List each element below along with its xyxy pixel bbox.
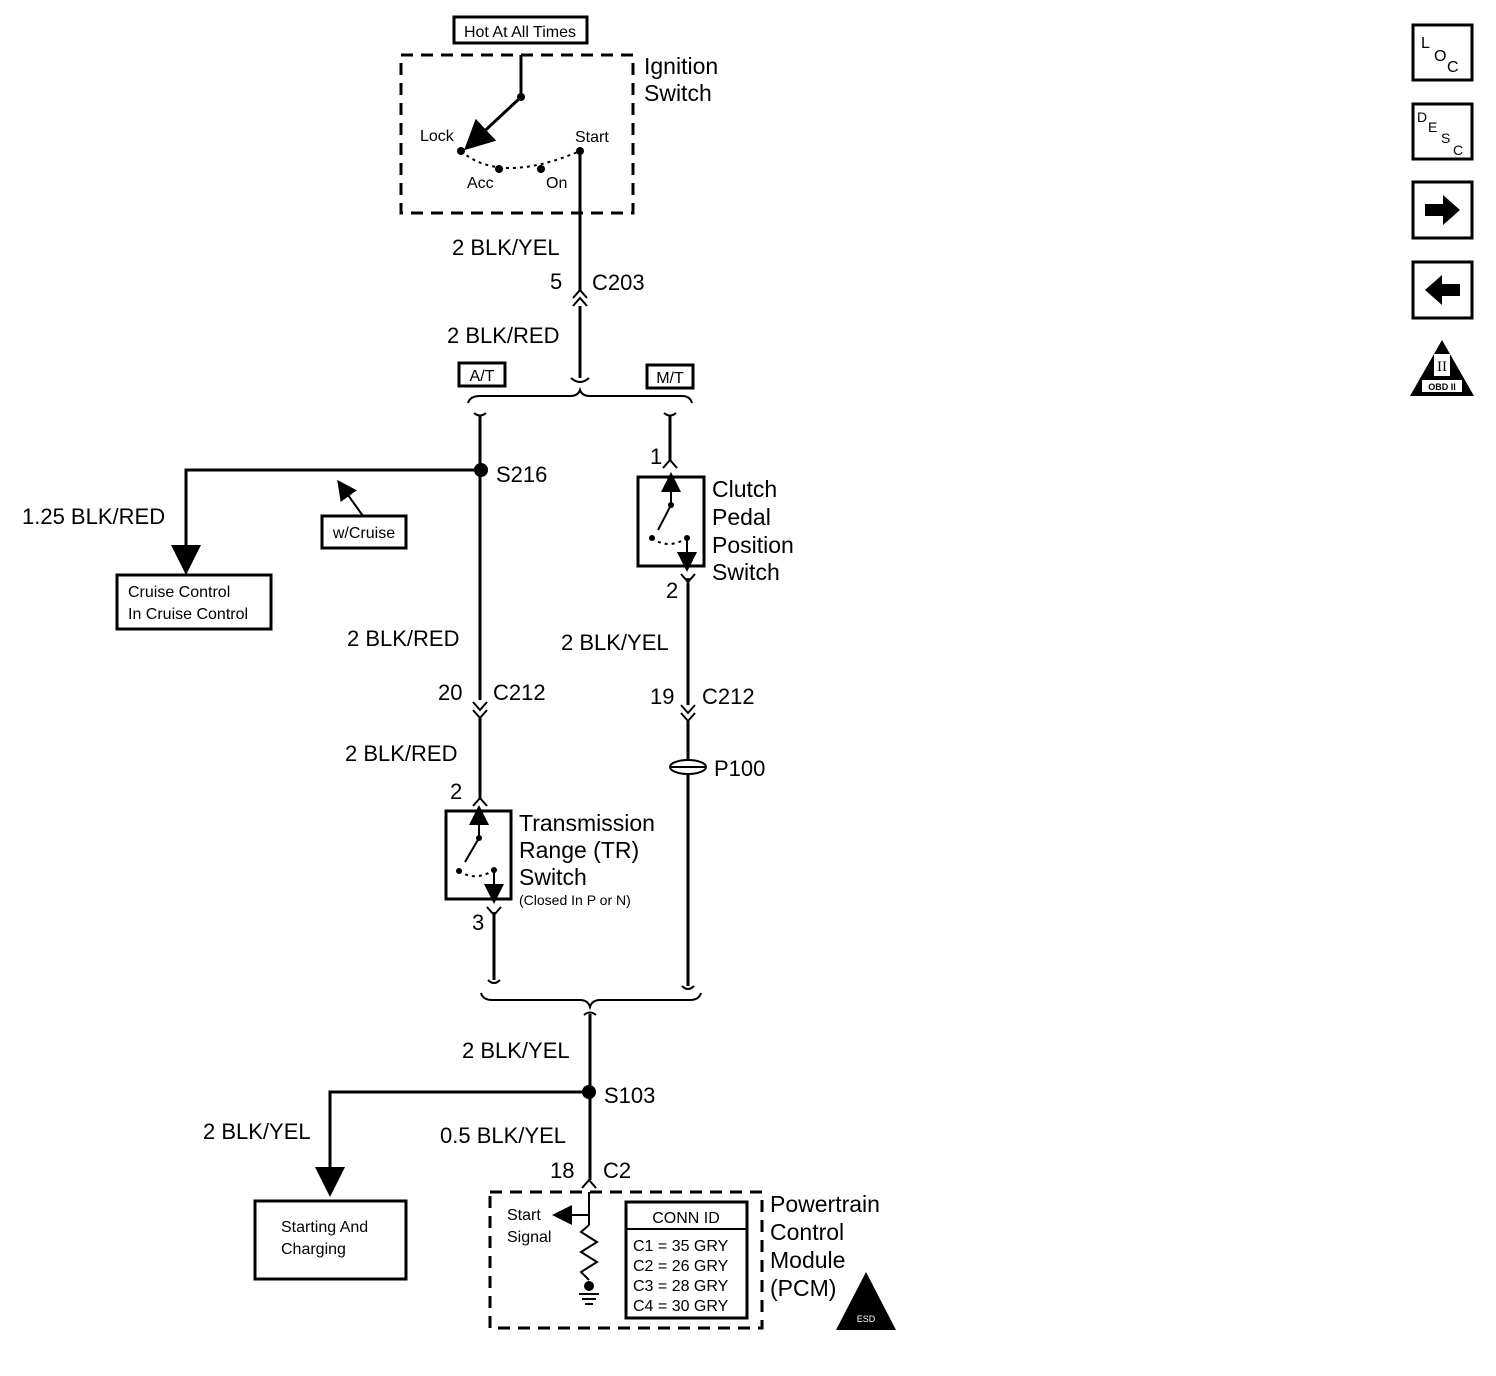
svg-text:Start: Start xyxy=(507,1207,541,1224)
ignition-title-1: Ignition xyxy=(644,53,718,79)
c203-connector xyxy=(572,288,588,307)
on-label: On xyxy=(546,175,567,192)
svg-text:C1 = 35 GRY: C1 = 35 GRY xyxy=(633,1238,729,1255)
mt-option-box: M/T xyxy=(645,363,695,390)
next-page-button[interactable] xyxy=(1411,180,1474,240)
tr-pin-in: 2 xyxy=(450,779,462,804)
acc-label: Acc xyxy=(467,175,494,192)
conn-id-table xyxy=(624,1200,749,1320)
wire-label-ign-out: 2 BLK/YEL xyxy=(452,235,560,260)
svg-text:C: C xyxy=(1447,59,1459,76)
tr-pin-out: 3 xyxy=(472,910,484,935)
svg-text:A/T: A/T xyxy=(470,368,495,385)
acc-contact xyxy=(495,165,503,173)
pcm-conn-label: C2 xyxy=(603,1158,631,1183)
p100-connector xyxy=(669,759,707,775)
svg-text:Powertrain: Powertrain xyxy=(770,1191,880,1217)
option-brace xyxy=(467,386,693,404)
pull-down-resistor xyxy=(579,1224,599,1281)
svg-text:Clutch: Clutch xyxy=(712,476,777,502)
svg-text:E: E xyxy=(1428,119,1437,135)
obd-ii-icon[interactable]: II OBD II xyxy=(1410,340,1474,396)
esd-warning-icon: ESD xyxy=(836,1272,896,1330)
loc-button[interactable]: L O C xyxy=(1411,23,1474,82)
c212-mt-pin: 19 xyxy=(650,684,674,709)
svg-text:O: O xyxy=(1434,48,1446,65)
svg-text:Switch: Switch xyxy=(519,864,587,890)
wire-label-combined: 2 BLK/YEL xyxy=(462,1038,570,1063)
svg-text:C4 = 30 GRY: C4 = 30 GRY xyxy=(633,1298,729,1315)
svg-text:M/T: M/T xyxy=(656,370,684,387)
hot-at-all-times-box: Hot At All Times xyxy=(452,15,589,45)
arrow-left-icon xyxy=(1425,275,1460,305)
arrow-right-icon xyxy=(1425,195,1460,225)
svg-text:Transmission: Transmission xyxy=(519,810,655,836)
clutch-pin-out: 2 xyxy=(666,578,678,603)
svg-text:D: D xyxy=(1417,109,1427,125)
clutch-pedal-position-switch: Clutch Pedal Position Switch xyxy=(636,472,794,585)
ignition-switch: Lock Acc On Start Ignition Switch xyxy=(399,53,718,215)
wire-label-at-low: 2 BLK/RED xyxy=(345,741,458,766)
svg-text:Charging: Charging xyxy=(281,1241,346,1258)
c203-label: C203 xyxy=(592,270,645,295)
desc-button[interactable]: D E S C xyxy=(1411,102,1474,161)
pcm-pin: 18 xyxy=(550,1158,574,1183)
on-contact xyxy=(537,165,545,173)
lock-label: Lock xyxy=(420,128,455,145)
c212-at-pin: 20 xyxy=(438,680,462,705)
svg-text:Starting And: Starting And xyxy=(281,1219,368,1236)
svg-text:Hot At All Times: Hot At All Times xyxy=(464,24,576,41)
svg-text:S: S xyxy=(1441,130,1450,146)
at-option-box: A/T xyxy=(457,361,507,388)
wire-label-start-charge: 2 BLK/YEL xyxy=(203,1119,311,1144)
cruise-control-box: Cruise Control In Cruise Control xyxy=(115,573,273,631)
svg-text:(PCM): (PCM) xyxy=(770,1275,836,1301)
svg-text:Module: Module xyxy=(770,1247,845,1273)
wire-label-cruise: 1.25 BLK/RED xyxy=(22,504,165,529)
wire-label-mt-mid: 2 BLK/YEL xyxy=(561,630,669,655)
c212-at-connector xyxy=(472,701,488,720)
c203-pin: 5 xyxy=(550,269,562,294)
w-cruise-box: w/Cruise xyxy=(320,514,408,550)
svg-text:C: C xyxy=(1453,142,1463,158)
wire-label-at-mid: 2 BLK/RED xyxy=(347,626,460,651)
svg-text:CONN ID: CONN ID xyxy=(652,1210,720,1227)
svg-text:In Cruise Control: In Cruise Control xyxy=(128,606,248,623)
s216-label: S216 xyxy=(496,462,547,487)
svg-text:w/Cruise: w/Cruise xyxy=(332,525,395,542)
pcm-module: Start Signal CONN ID C1 = 35 GRY C2 = 26… xyxy=(488,1190,880,1330)
previous-page-button[interactable] xyxy=(1411,260,1474,320)
svg-text:C3 = 28 GRY: C3 = 28 GRY xyxy=(633,1278,729,1295)
c212-mt-connector xyxy=(680,704,696,723)
p100-label: P100 xyxy=(714,756,765,781)
svg-text:L: L xyxy=(1421,35,1430,52)
svg-text:C2 = 26 GRY: C2 = 26 GRY xyxy=(633,1258,729,1275)
lock-contact xyxy=(457,147,465,155)
svg-text:Range (TR): Range (TR) xyxy=(519,837,639,863)
wire-label-after-c203: 2 BLK/RED xyxy=(447,323,560,348)
wire-label-pcm: 0.5 BLK/YEL xyxy=(440,1123,566,1148)
svg-text:ESD: ESD xyxy=(857,1314,876,1324)
svg-text:OBD II: OBD II xyxy=(1428,382,1456,392)
svg-text:(Closed In P or N): (Closed In P or N) xyxy=(519,892,631,908)
clutch-pin-in: 1 xyxy=(650,444,662,469)
combine-brace xyxy=(480,992,702,1011)
starting-charging-box: Starting And Charging xyxy=(253,1199,408,1281)
svg-text:II: II xyxy=(1437,359,1447,375)
svg-text:Position: Position xyxy=(712,532,794,558)
svg-text:Switch: Switch xyxy=(712,559,780,585)
svg-text:Signal: Signal xyxy=(507,1229,551,1246)
tr-switch: Transmission Range (TR) Switch (Closed I… xyxy=(444,805,655,908)
start-label: Start xyxy=(575,129,609,146)
ignition-title-2: Switch xyxy=(644,80,712,106)
svg-text:Cruise Control: Cruise Control xyxy=(128,584,230,601)
svg-text:Control: Control xyxy=(770,1219,844,1245)
c212-mt-label: C212 xyxy=(702,684,755,709)
svg-text:Pedal: Pedal xyxy=(712,504,771,530)
c212-at-label: C212 xyxy=(493,680,546,705)
s103-label: S103 xyxy=(604,1083,655,1108)
